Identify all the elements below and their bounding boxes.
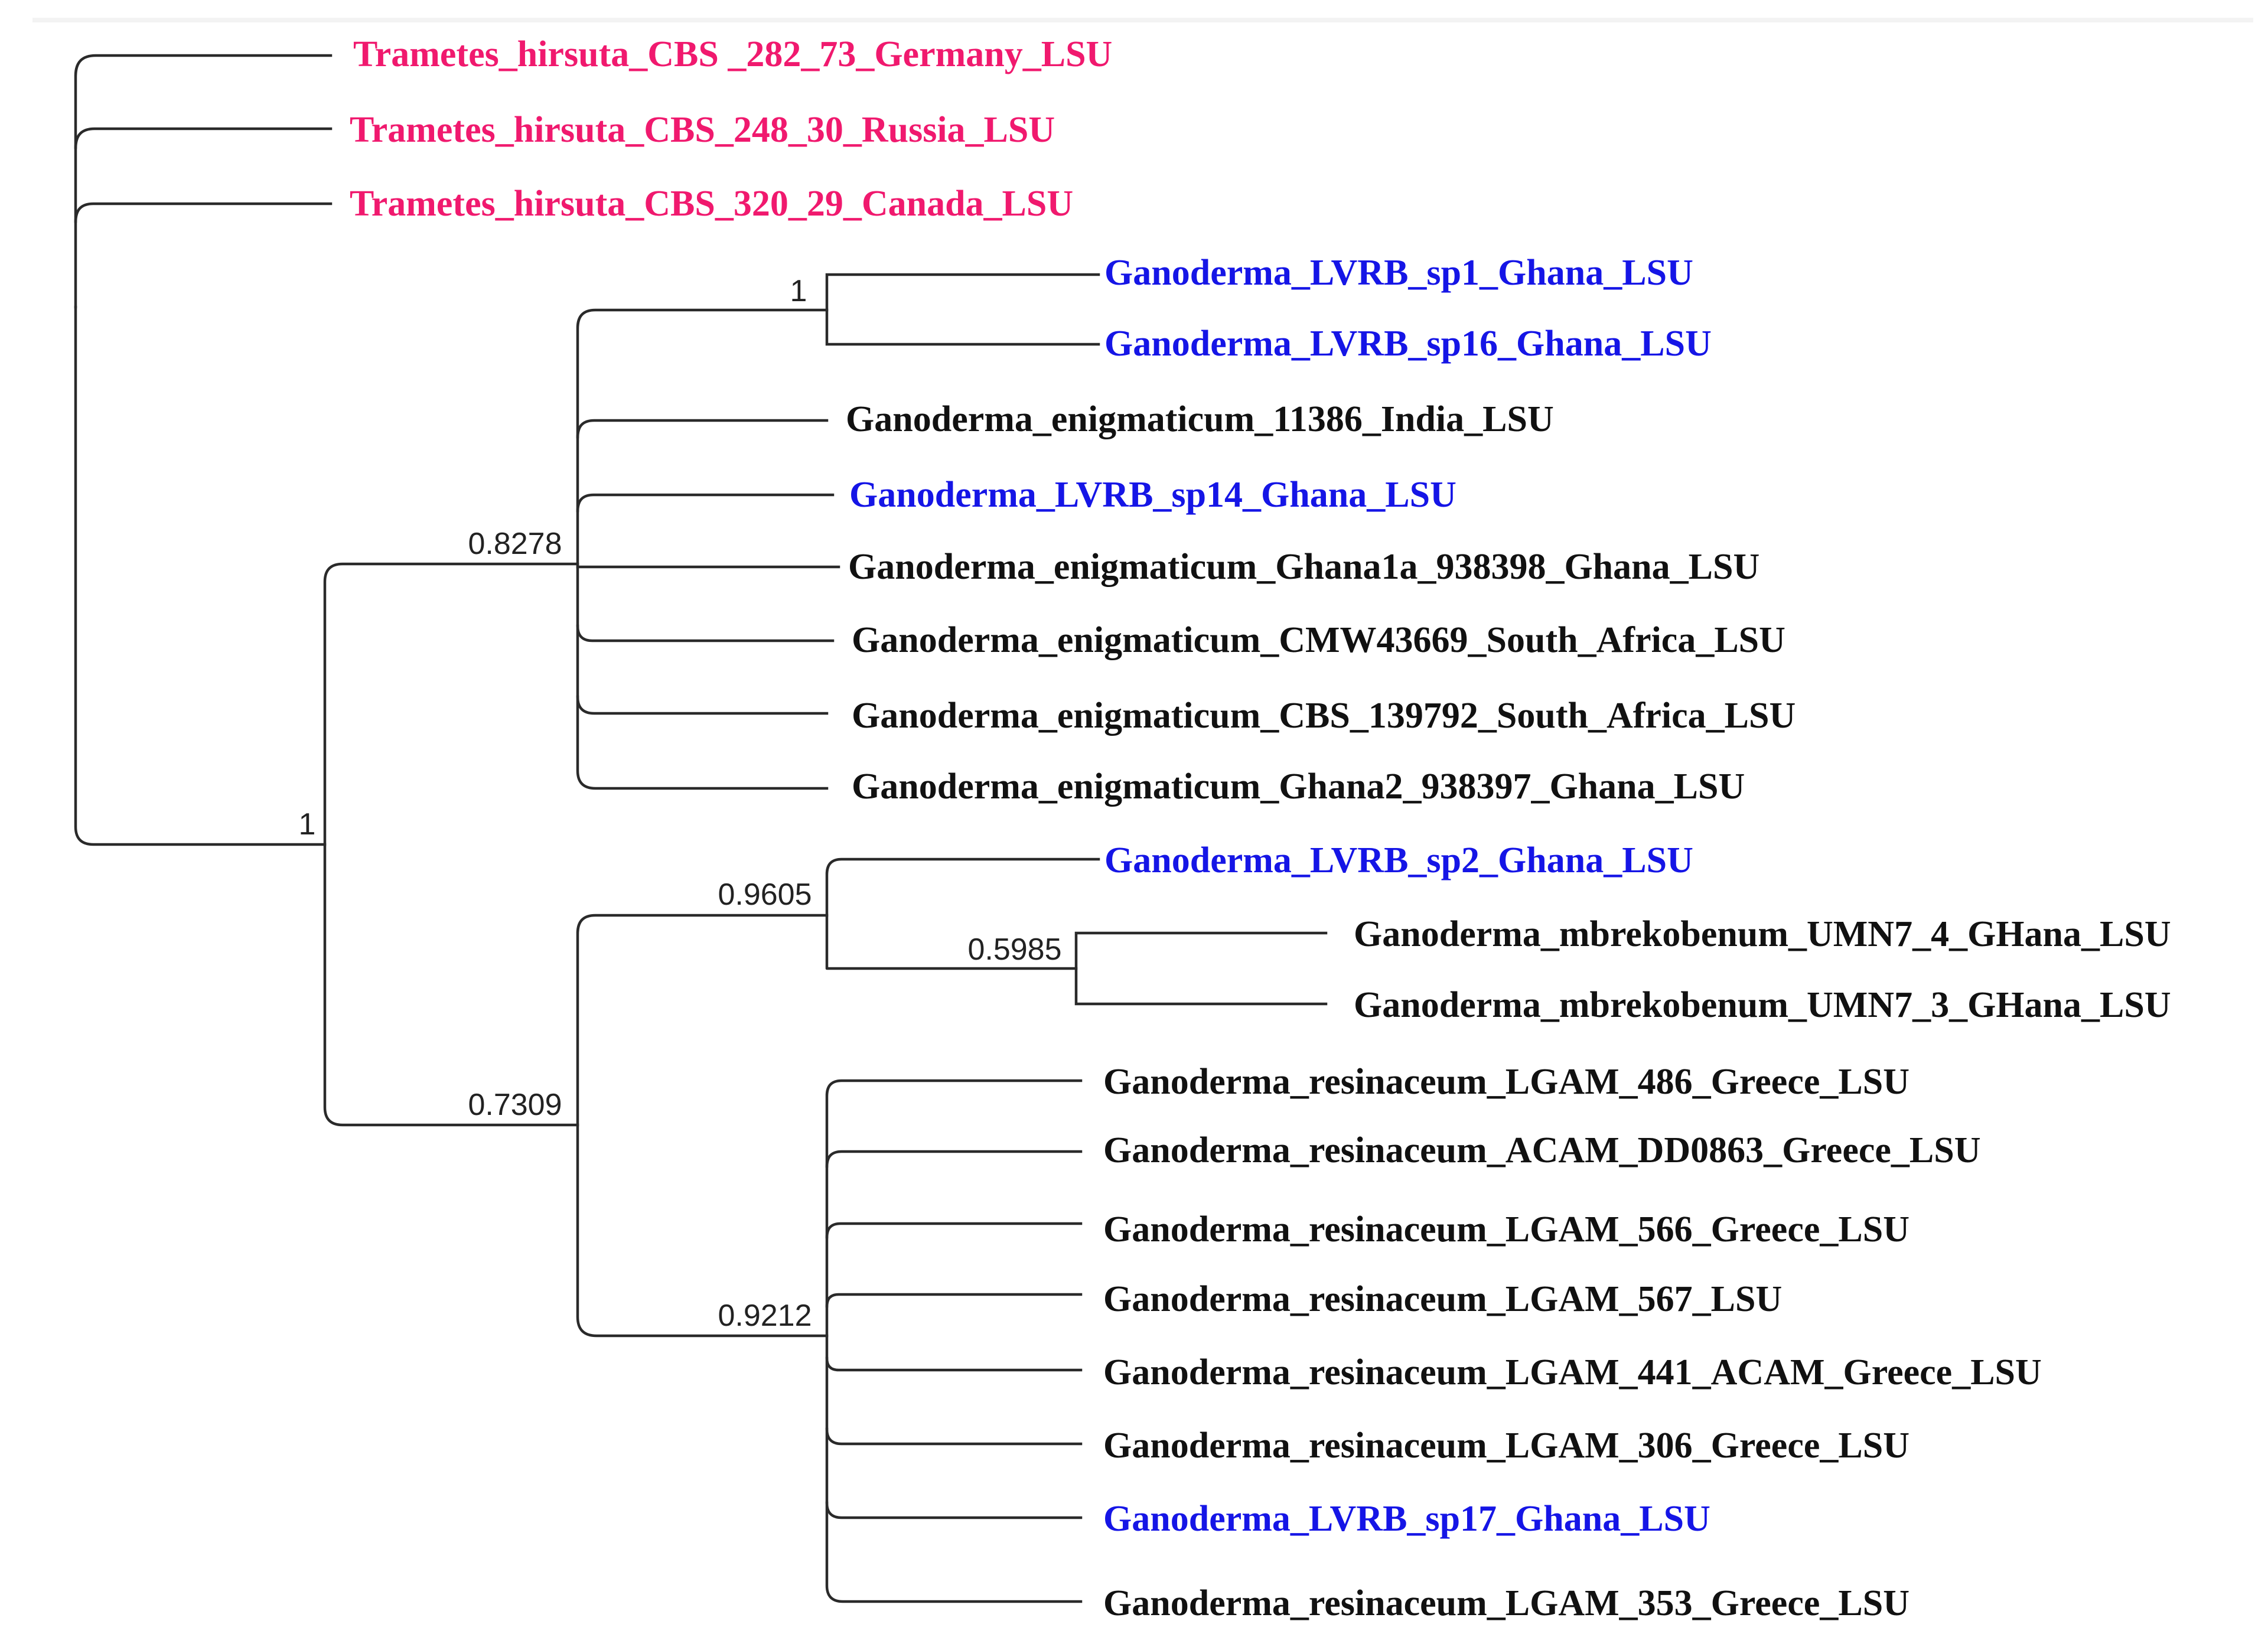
branch-root-top — [74, 54, 333, 309]
branch-sp17 — [825, 1501, 1083, 1519]
leaf-label: Ganoderma_LVRB_sp14_Ghana_LSU — [849, 475, 1456, 515]
support-mbrekobenum-resinaceum: 0.7309 — [468, 1088, 562, 1122]
branch-resinaceum-441 — [825, 1356, 1083, 1372]
branch-enigmaticum-clade — [576, 308, 829, 790]
leaf-label: Ganoderma_enigmaticum_Ghana2_938397_Ghan… — [852, 767, 1745, 807]
branch-enigmaticum-india — [576, 419, 829, 439]
leaf-label: Ganoderma_resinaceum_ACAM_DD0863_Greece_… — [1103, 1130, 1981, 1170]
branch-mbrekobenum-resinaceum-clade — [576, 914, 829, 1338]
leaf-label: Ganoderma_resinaceum_LGAM_567_LSU — [1103, 1279, 1782, 1319]
leaf-label: Ganoderma_resinaceum_LGAM_486_Greece_LSU — [1103, 1062, 1909, 1102]
support-mbrekobenum: 0.5985 — [967, 932, 1061, 967]
leaf-label: Ganoderma_resinaceum_LGAM_566_Greece_LSU — [1103, 1209, 1909, 1250]
top-border — [32, 18, 2253, 22]
branch-sp2-node — [825, 857, 1100, 970]
branch-root — [74, 305, 327, 846]
branch-resinaceum-566 — [825, 1222, 1083, 1239]
support-sp1-sp16: 1 — [790, 274, 807, 308]
leaf-label: Ganoderma_resinaceum_LGAM_306_Greece_LSU — [1103, 1426, 1909, 1466]
branch-sp14 — [576, 493, 835, 513]
leaf-label: Ganoderma_resinaceum_LGAM_441_ACAM_Greec… — [1103, 1352, 2042, 1392]
leaf-label: Ganoderma_LVRB_sp2_Ghana_LSU — [1104, 840, 1693, 880]
leaf-label: Ganoderma_mbrekobenum_UMN7_3_GHana_LSU — [1354, 985, 2171, 1025]
branch-enigmaticum-cmw — [576, 624, 835, 643]
branch-outgroup-3 — [74, 202, 333, 223]
leaf-label: Ganoderma_enigmaticum_CBS_139792_South_A… — [852, 696, 1795, 736]
branch-ganoderma-node — [323, 562, 579, 1127]
branch-resinaceum-acam-dd — [825, 1150, 1083, 1168]
leaf-label: Trametes_hirsuta_CBS_320_29_Canada_LSU — [350, 184, 1073, 224]
branch-resinaceum-567 — [825, 1293, 1083, 1308]
support-resinaceum: 0.9212 — [718, 1299, 812, 1333]
leaf-label: Ganoderma_LVRB_sp1_Ghana_LSU — [1104, 253, 1693, 293]
leaf-label: Ganoderma_mbrekobenum_UMN7_4_GHana_LSU — [1354, 914, 2171, 954]
leaf-label: Trametes_hirsuta_CBS _282_73_Germany_LSU — [353, 34, 1112, 74]
branch-resinaceum-306 — [825, 1427, 1083, 1446]
branch-outgroup-2 — [74, 127, 333, 149]
branch-resinaceum-clade — [825, 1079, 1083, 1603]
tree-branches — [74, 54, 1328, 1603]
leaf-label: Ganoderma_enigmaticum_11386_India_LSU — [846, 399, 1554, 439]
leaf-label: Ganoderma_LVRB_sp17_Ghana_LSU — [1103, 1499, 1710, 1539]
leaf-labels: Trametes_hirsuta_CBS _282_73_Germany_LSU… — [350, 34, 2171, 1623]
branch-enigmaticum-cbs — [576, 695, 829, 715]
leaf-label: Ganoderma_resinaceum_LGAM_353_Greece_LSU — [1103, 1583, 1909, 1623]
leaf-label: Trametes_hirsuta_CBS_248_30_Russia_LSU — [350, 110, 1055, 150]
leaf-label: Ganoderma_enigmaticum_CMW43669_South_Afr… — [852, 620, 1785, 660]
leaf-label: Ganoderma_LVRB_sp16_Ghana_LSU — [1104, 324, 1712, 364]
branch-mbrekobenum-node — [1074, 931, 1328, 1006]
support-values: 1 0.8278 1 0.9605 0.5985 0.7309 0.9212 — [299, 274, 1062, 1333]
support-enigmaticum: 0.8278 — [468, 527, 562, 561]
branch-sp1-sp16-node — [825, 273, 1100, 346]
support-ganoderma: 1 — [299, 807, 316, 842]
leaf-label: Ganoderma_enigmaticum_Ghana1a_938398_Gha… — [848, 547, 1759, 587]
support-sp2-mbrekobenum: 0.9605 — [718, 878, 812, 912]
